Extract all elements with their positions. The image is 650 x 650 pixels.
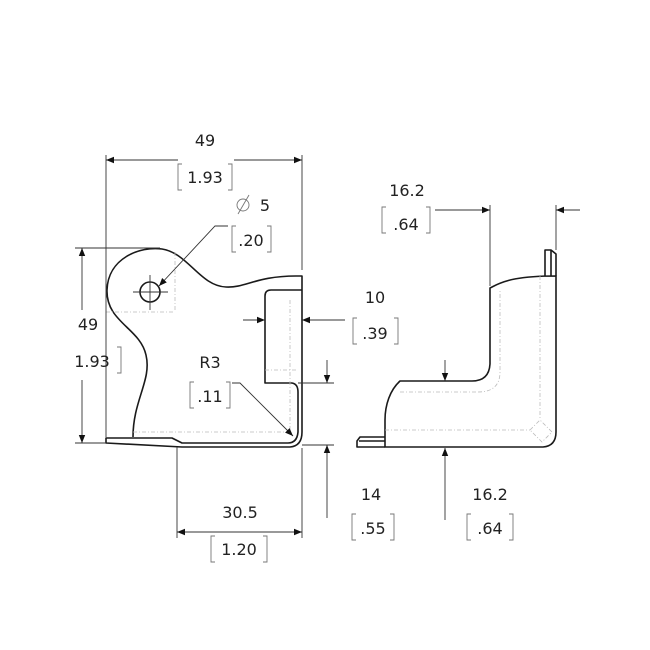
dimension-width: 49 1.93 <box>105 131 303 437</box>
radius-mm: R3 <box>199 353 220 372</box>
side-top-mm: 16.2 <box>389 181 425 200</box>
flange-height-mm: 14 <box>361 485 381 504</box>
dimension-bottom-width: 30.5 1.20 <box>176 447 303 563</box>
width-in: 1.93 <box>187 168 223 187</box>
dimension-flange-height: 14 .55 <box>298 360 395 541</box>
height-mm: 49 <box>78 315 98 334</box>
side-bottom-mm: 16.2 <box>472 485 508 504</box>
dimension-hole: 5 .20 <box>158 194 272 287</box>
side-top-in: .64 <box>393 215 418 234</box>
height-in: 1.93 <box>74 352 110 371</box>
radius-in: .11 <box>197 387 222 406</box>
dimension-radius: R3 .11 <box>189 353 294 437</box>
flange-width-in: .39 <box>362 324 387 343</box>
side-bottom-in: .64 <box>477 519 502 538</box>
bottom-width-mm: 30.5 <box>222 503 258 522</box>
dimension-side-top: 16.2 .64 <box>381 181 580 286</box>
bottom-width-in: 1.20 <box>221 540 257 559</box>
dimension-height: 49 1.93 <box>74 247 160 444</box>
diameter-icon <box>236 194 250 215</box>
side-view-part <box>356 249 557 448</box>
flange-width-mm: 10 <box>365 288 385 307</box>
hole-in: .20 <box>238 231 263 250</box>
dimension-side-bottom: 16.2 .64 <box>441 360 514 541</box>
dimension-flange-width: 10 .39 <box>243 288 399 345</box>
hole-mm: 5 <box>260 196 270 215</box>
width-mm: 49 <box>195 131 215 150</box>
flange-height-in: .55 <box>360 519 385 538</box>
front-view-part <box>105 247 303 448</box>
